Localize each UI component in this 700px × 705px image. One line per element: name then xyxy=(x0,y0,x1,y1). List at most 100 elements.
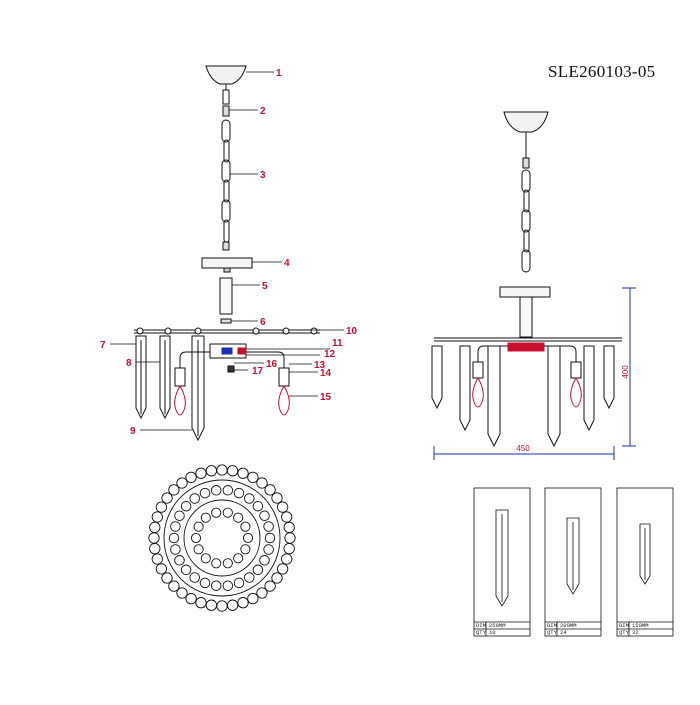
crystal-bead xyxy=(252,500,264,512)
crystal-bead xyxy=(195,467,207,479)
crystal-bead xyxy=(264,580,276,592)
crystal-bead xyxy=(151,511,163,523)
callout-8: 8 xyxy=(126,358,132,369)
crystal-bead xyxy=(242,532,254,544)
crystal-spec-text: DIM 250MM QTY 10 DIM 200MM QTY 24 DIM 15… xyxy=(476,622,649,636)
crystal-bead xyxy=(264,484,276,496)
bottom-view xyxy=(148,464,296,612)
crystal-bead xyxy=(283,542,295,555)
crystal-bead xyxy=(237,467,249,479)
crystal-bead xyxy=(259,510,270,521)
crystal-bead xyxy=(174,510,185,521)
crystal-spec-card xyxy=(544,487,602,637)
crystal-bead xyxy=(148,532,160,544)
crystal-bead xyxy=(264,532,276,544)
crystal-bead xyxy=(199,487,211,499)
height-dimension: 400 xyxy=(621,365,630,379)
crystal-bead xyxy=(276,501,289,513)
dimension-lines xyxy=(433,287,636,460)
crystal-bead xyxy=(180,500,192,512)
crystal-bead xyxy=(168,484,180,496)
callout-numbers: 1 2 3 4 5 6 7 8 9 10 11 12 13 14 15 16 1… xyxy=(100,68,358,437)
crystal-bead xyxy=(189,572,200,583)
width-dimension: 450 xyxy=(516,444,530,453)
spec1-dim-value: 250MM xyxy=(489,622,506,629)
crystal-bead xyxy=(180,564,192,576)
crystal-bead xyxy=(284,532,296,544)
crystal-bead xyxy=(259,555,270,566)
crystal-bead xyxy=(240,521,251,532)
crystal-bead xyxy=(244,493,255,504)
callout-3: 3 xyxy=(260,170,266,181)
frame-ring xyxy=(183,499,261,577)
spec1-qty-label: QTY xyxy=(476,629,487,636)
spec2-dim-label: DIM xyxy=(547,622,557,629)
crystal-bead xyxy=(271,492,283,504)
assembled-crystals xyxy=(431,345,615,448)
model-code: SLE260103-05 xyxy=(548,62,656,81)
crystal-bead xyxy=(161,572,173,584)
crystal-bead xyxy=(276,563,289,575)
crystal-bead xyxy=(233,553,244,564)
crystal-bead xyxy=(247,471,259,484)
crystal-bead xyxy=(240,544,251,555)
callout-14: 14 xyxy=(320,368,332,379)
crystal-bead xyxy=(252,564,264,576)
crystal-bead xyxy=(233,487,245,499)
callout-6: 6 xyxy=(260,317,266,328)
crystal-bead xyxy=(271,572,283,584)
crystal-bead xyxy=(216,464,228,476)
spec1-dim-label: DIM xyxy=(476,622,486,629)
chain-links xyxy=(221,119,231,243)
crystal-bead xyxy=(161,492,173,504)
assembled-chain xyxy=(521,169,531,273)
callout-5: 5 xyxy=(262,281,268,292)
spec3-qty-value: 32 xyxy=(632,629,639,636)
crystal-bead xyxy=(222,580,234,591)
crystal-bead xyxy=(256,587,268,599)
crystal-bead xyxy=(174,555,185,566)
crystal-bead xyxy=(195,597,207,609)
crystal-bead xyxy=(205,465,218,477)
crystal-bead xyxy=(176,477,188,489)
callout-15: 15 xyxy=(320,392,332,403)
crystal-bead xyxy=(199,577,211,589)
callout-4: 4 xyxy=(284,258,290,269)
crystal-rods xyxy=(135,335,205,442)
crystal-bead xyxy=(216,600,228,612)
crystal-bead xyxy=(256,477,268,489)
exploded-view xyxy=(134,65,320,442)
callout-10: 10 xyxy=(346,326,358,337)
crystal-spec-card xyxy=(473,487,531,637)
callout-leaders xyxy=(110,71,344,431)
crystal-bead xyxy=(226,599,239,611)
crystal-bead xyxy=(155,563,168,575)
crystal-bead xyxy=(200,553,211,564)
crystal-bead xyxy=(170,544,181,555)
spec3-dim-value: 150MM xyxy=(632,622,649,629)
crystal-bead xyxy=(226,465,239,477)
spec2-qty-value: 24 xyxy=(560,629,567,636)
crystal-bead xyxy=(283,521,295,534)
crystal-bead xyxy=(200,512,211,523)
spec2-dim-value: 200MM xyxy=(560,622,577,629)
crystal-bead xyxy=(193,521,204,532)
crystal-bead xyxy=(210,580,222,591)
crystal-bead xyxy=(189,493,200,504)
crystal-bead xyxy=(211,558,222,569)
crystal-bead xyxy=(185,471,197,484)
crystal-bead xyxy=(263,521,274,532)
callout-9: 9 xyxy=(130,426,136,437)
crystal-bead xyxy=(211,507,222,518)
crystal-bead xyxy=(170,521,181,532)
crystal-bead xyxy=(222,485,234,496)
crystal-bead xyxy=(155,501,168,513)
crystal-bead xyxy=(281,511,293,523)
crystal-spec-card xyxy=(616,487,674,637)
callout-11: 11 xyxy=(332,338,343,349)
crystal-bead xyxy=(149,521,161,534)
crystal-bead xyxy=(176,587,188,599)
spec3-dim-label: DIM xyxy=(619,622,629,629)
